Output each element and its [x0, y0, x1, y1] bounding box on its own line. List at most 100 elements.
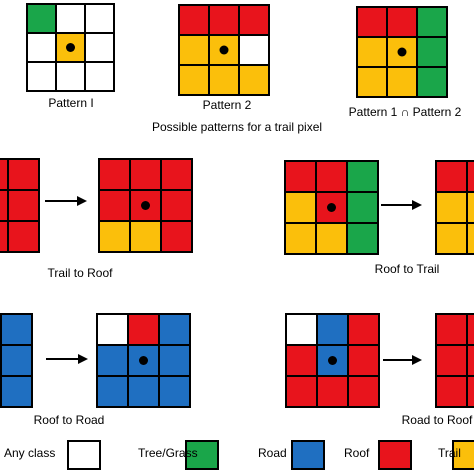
pattern-intersection-label: Pattern 1 ∩ Pattern 2 [348, 105, 462, 119]
grid-cell-roof [315, 160, 348, 193]
center-pixel-dot [66, 43, 75, 52]
grid-cell-roof [386, 6, 418, 38]
grid-cell-roof [160, 158, 193, 191]
legend-swatch-tree-grass [185, 440, 219, 470]
grid-cell-road [96, 344, 129, 377]
grid-cell-trail [315, 222, 348, 255]
transition-3-label: Roof to Road [33, 413, 105, 427]
grid-cell-road [0, 375, 33, 408]
grid-cell-road [0, 313, 33, 346]
legend-swatch-any-class [67, 440, 101, 470]
grid-cell-roof [160, 220, 193, 253]
grid-cell-roof [0, 189, 9, 222]
grid-cell-trail [208, 64, 240, 96]
grid-cell-trail [284, 222, 317, 255]
grid-cell-roof [98, 189, 131, 222]
grid-cell-tree-grass [26, 3, 57, 34]
grid-cell-road [158, 344, 191, 377]
grid-cell-roof [98, 158, 131, 191]
grid-cell-roof [127, 313, 160, 346]
grid-cell-roof [466, 313, 474, 346]
pattern-2-label: Pattern 2 [202, 98, 252, 112]
grid-cell-roof [435, 344, 468, 377]
pattern-2-grid [178, 4, 270, 96]
pattern-1-grid [26, 3, 115, 92]
grid-cell-roof [316, 375, 349, 408]
road-to-roof-after-grid [435, 313, 474, 408]
grid-cell-trail [98, 220, 131, 253]
grid-cell-trail [178, 64, 210, 96]
roof-to-road-after-grid [96, 313, 191, 408]
center-pixel-dot [327, 203, 336, 212]
grid-cell-tree-grass [346, 222, 379, 255]
arrow-icon [383, 355, 422, 365]
grid-cell-tree-grass [346, 160, 379, 193]
grid-cell-road [127, 375, 160, 408]
center-pixel-dot [141, 201, 150, 210]
grid-cell-roof [0, 158, 9, 191]
trail-to-roof-before-grid [0, 158, 40, 253]
grid-cell-any-class [26, 32, 57, 63]
grid-cell-road [158, 375, 191, 408]
grid-cell-tree-grass [416, 6, 448, 38]
grid-cell-any-class [55, 61, 86, 92]
grid-cell-road [96, 375, 129, 408]
grid-cell-roof [347, 344, 380, 377]
grid-cell-any-class [84, 3, 115, 34]
grid-cell-tree-grass [416, 66, 448, 98]
center-pixel-dot [219, 45, 229, 55]
legend-label-road: Road [258, 446, 287, 460]
grid-cell-any-class [26, 61, 57, 92]
grid-cell-roof [466, 344, 474, 377]
grid-cell-roof [7, 189, 40, 222]
grid-cell-trail [435, 191, 468, 224]
grid-cell-roof [7, 220, 40, 253]
arrow-icon [46, 354, 88, 364]
trail-to-roof-after-grid [98, 158, 193, 253]
pattern-1-label: Pattern I [48, 96, 94, 110]
center-pixel-dot [397, 47, 407, 57]
grid-cell-any-class [96, 313, 129, 346]
top-caption: Possible patterns for a trail pixel [151, 120, 323, 134]
grid-cell-roof [466, 160, 474, 193]
grid-cell-roof [0, 220, 9, 253]
grid-cell-trail [356, 36, 388, 68]
grid-cell-roof [178, 4, 210, 36]
grid-cell-trail [238, 64, 270, 96]
grid-cell-any-class [84, 32, 115, 63]
grid-cell-trail [435, 222, 468, 255]
transition-1-label: Trail to Roof [47, 266, 113, 280]
grid-cell-roof [435, 160, 468, 193]
grid-cell-trail [356, 66, 388, 98]
legend-swatch-roof [378, 440, 412, 470]
center-pixel-dot [139, 356, 148, 365]
grid-cell-roof [284, 160, 317, 193]
grid-cell-roof [347, 375, 380, 408]
grid-cell-roof [7, 158, 40, 191]
legend-swatch-trail [452, 440, 474, 470]
grid-cell-roof [285, 375, 318, 408]
legend-label-roof: Roof [344, 446, 370, 460]
grid-cell-road [0, 344, 33, 377]
pattern-intersection-grid [356, 6, 448, 98]
grid-cell-roof [208, 4, 240, 36]
roof-to-trail-before-grid [284, 160, 379, 255]
grid-cell-any-class [55, 3, 86, 34]
grid-cell-trail [466, 222, 474, 255]
legend-label-tree-grass: Tree/Grass [138, 446, 198, 460]
transition-2-label: Roof to Trail [374, 262, 440, 276]
grid-cell-roof [435, 313, 468, 346]
grid-cell-road [316, 313, 349, 346]
road-to-roof-before-grid [285, 313, 380, 408]
grid-cell-trail [386, 66, 418, 98]
grid-cell-trail [178, 34, 210, 66]
grid-cell-roof [129, 158, 162, 191]
grid-cell-trail [284, 191, 317, 224]
arrow-icon [45, 196, 87, 206]
grid-cell-any-class [84, 61, 115, 92]
grid-cell-trail [466, 191, 474, 224]
legend-label-any-class: Any class [4, 446, 56, 460]
grid-cell-roof [435, 375, 468, 408]
roof-to-trail-after-grid [435, 160, 474, 255]
